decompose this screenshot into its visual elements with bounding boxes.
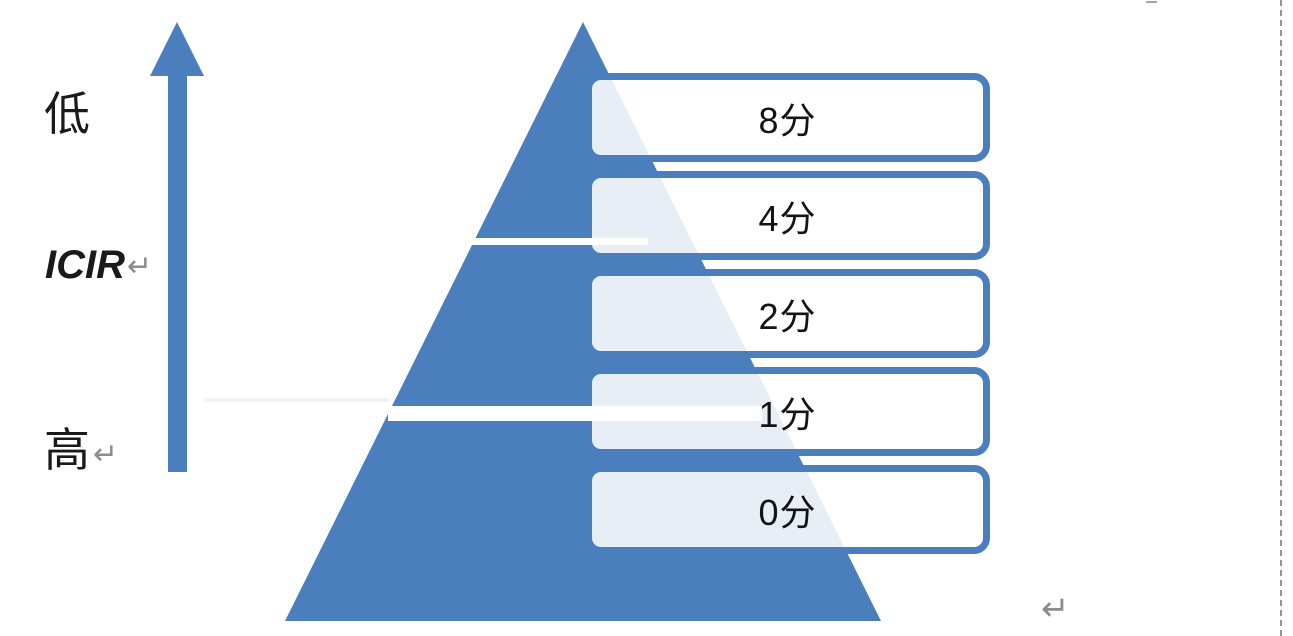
up-arrow-icon <box>150 22 204 472</box>
return-mark-icon: ↵ <box>93 437 119 472</box>
pyramid-tier-divider-faint-extension <box>205 398 389 402</box>
level-score-label: 1分 <box>758 393 817 435</box>
pyramid-level-box-4: 4分 <box>585 171 990 260</box>
level-score-label: 2分 <box>758 295 817 337</box>
axis-low-label: 低 <box>44 87 90 141</box>
pyramid-level-box-8: 8分 <box>585 73 990 162</box>
level-score-label: 4分 <box>758 197 817 239</box>
axis-high-row: 高↵ <box>44 414 118 480</box>
page-border-dashed-line <box>1280 0 1282 636</box>
axis-metric-label: ICIR <box>45 243 125 287</box>
axis-high-label: 高 <box>44 423 90 477</box>
level-score-label: 8分 <box>758 99 817 141</box>
pyramid-tier-divider-upper <box>468 238 648 245</box>
page-border-top-dash <box>1146 1 1157 3</box>
level-score-label: 0分 <box>758 491 817 533</box>
pyramid-level-box-0: 0分 <box>585 465 990 554</box>
axis-metric-row: ICIR↵ <box>45 243 152 288</box>
return-mark-icon: ↵ <box>127 249 153 284</box>
pyramid-level-box-2: 2分 <box>585 269 990 358</box>
return-mark-icon: ↵ <box>1041 589 1070 629</box>
pyramid-tier-divider-lower <box>388 406 762 421</box>
